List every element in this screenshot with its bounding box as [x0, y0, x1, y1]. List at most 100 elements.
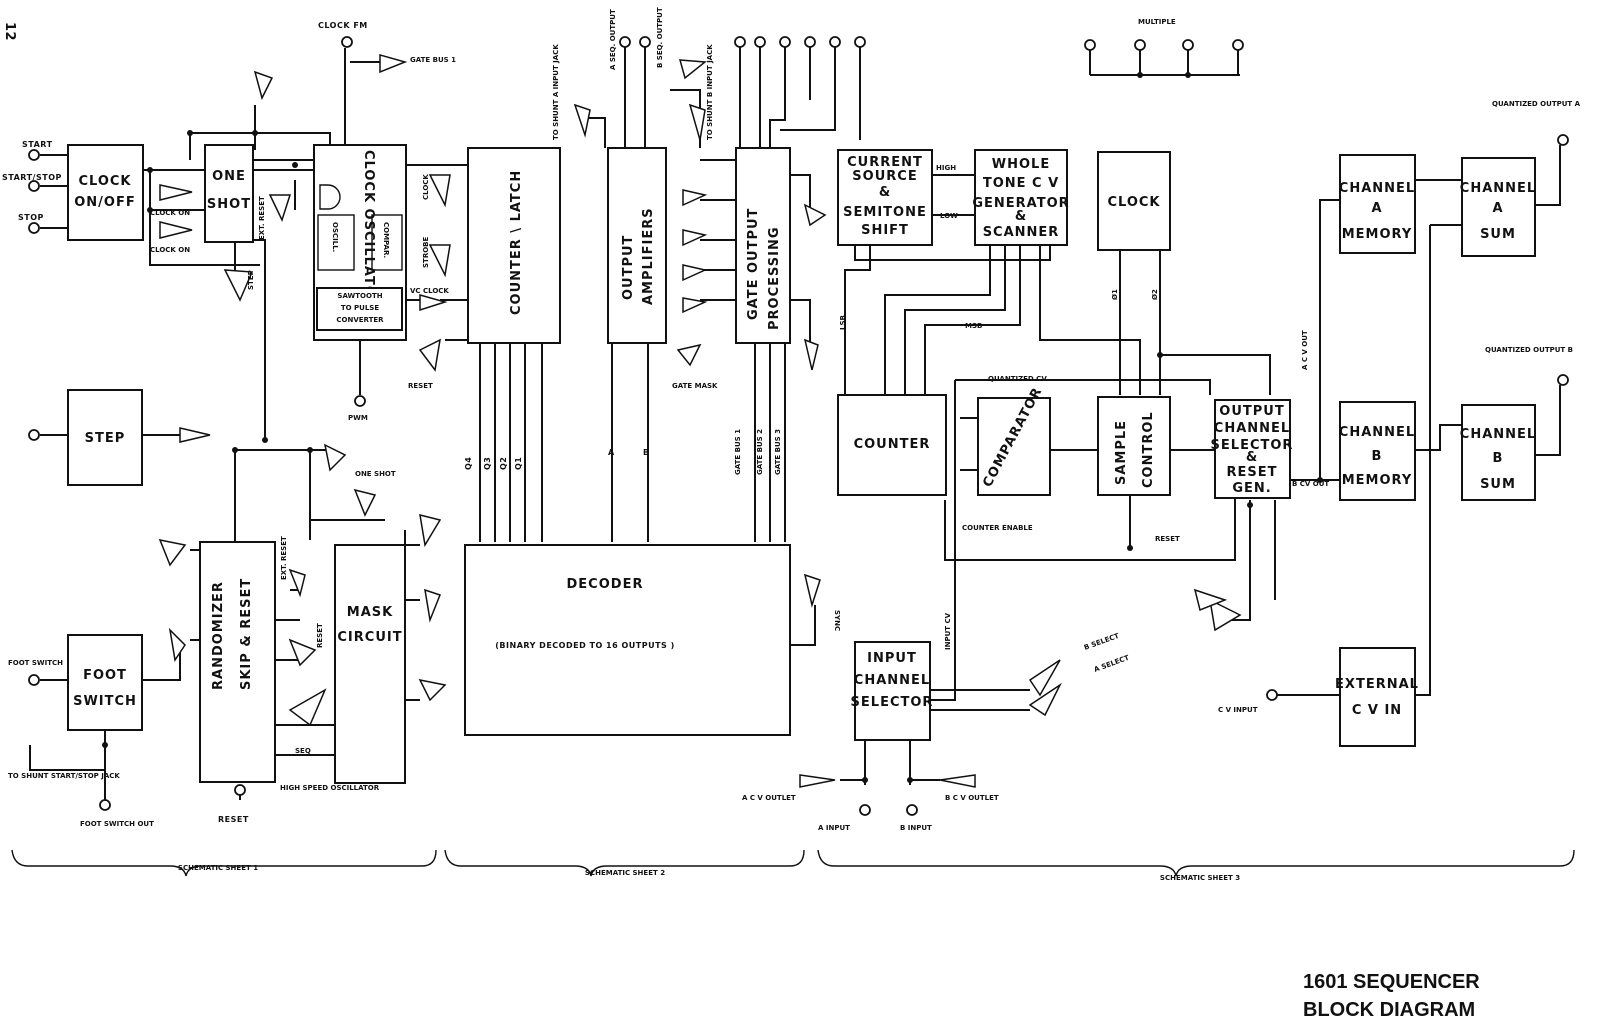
q1-label: Q1 — [514, 457, 523, 470]
step-block: STEP — [67, 389, 143, 486]
pwm-label: PWM — [348, 414, 368, 422]
gate-output-processing-block: GATE OUTPUT PROCESSING — [735, 147, 791, 344]
one-shot-line2: SHOT — [207, 197, 251, 212]
gate-bus-2-label: GATE BUS 2 — [756, 429, 764, 475]
b-cv-outlet-label: B C V OUTLET — [945, 794, 999, 802]
ocs-line4: & — [1246, 450, 1258, 465]
b-input-label: B INPUT — [900, 824, 932, 832]
channel-a-memory-block: CHANNEL A MEMORY — [1339, 154, 1416, 254]
high-label: HIGH — [936, 164, 956, 172]
channel-a-memory-line2: A — [1371, 201, 1382, 216]
output-channel-selector-block: OUTPUT CHANNEL SELECTOR & RESET GEN. — [1211, 399, 1294, 499]
q3-label: Q3 — [483, 457, 492, 470]
one-shot-line1: ONE — [212, 169, 246, 184]
clock-on-label-1: CLOCK ON — [150, 209, 190, 217]
compar-label: COMPAR. — [382, 222, 390, 258]
start-label: START — [22, 140, 53, 149]
channel-b-memory-line3: MEMORY — [1342, 473, 1413, 488]
a-line-label: A — [608, 448, 615, 457]
step-label: STEP — [85, 431, 126, 446]
q2-label: Q2 — [499, 457, 508, 470]
low-label: LOW — [940, 212, 958, 220]
decoder-subtitle: (BINARY DECODED TO 16 OUTPUTS ) — [495, 641, 674, 650]
clock-on-label-2: CLOCK ON — [150, 246, 190, 254]
high-speed-oscillator-label: HIGH SPEED OSCILLATOR — [280, 784, 380, 792]
mask-circuit-line1: MASK — [347, 605, 393, 620]
foot-switch-line2: SWITCH — [73, 694, 137, 709]
foot-switch-out-label: FOOT SWITCH OUT — [80, 820, 154, 828]
channel-b-memory-block: CHANNEL B MEMORY — [1339, 401, 1416, 501]
title-line1: 1601 SEQUENCER — [1303, 971, 1480, 993]
seq-label: SEQ — [295, 747, 311, 755]
foot-switch-line1: FOOT — [83, 668, 127, 683]
b-seq-output-label: B SEQ. OUTPUT — [656, 7, 664, 68]
ext-reset-label: EXT. RESET — [280, 536, 288, 580]
reset-label-1: RESET — [408, 382, 433, 390]
channel-a-memory-line1: CHANNEL — [1339, 181, 1415, 196]
phi2-label: Ø2 — [1151, 289, 1159, 300]
counter-latch-block: COUNTER \ LATCH — [467, 147, 561, 344]
counter-latch-label: COUNTER \ LATCH — [509, 170, 524, 315]
randomizer-line2: SKIP & RESET — [239, 578, 254, 690]
channel-a-sum-line2: A — [1492, 201, 1503, 216]
bus-connectors — [158, 54, 1242, 788]
clock-block-right: CLOCK — [1097, 151, 1171, 251]
schematic-braces: SCHEMATIC SHEET 1 SCHEMATIC SHEET 2 SCHE… — [11, 849, 1575, 882]
a-select-label: A SELECT — [1093, 654, 1131, 674]
gate-bus-1b-label: GATE BUS 1 — [734, 429, 742, 475]
external-cv-line1: EXTERNAL — [1335, 677, 1419, 692]
a-cv-outlet-label: A C V OUTLET — [742, 794, 796, 802]
title-line2: BLOCK DIAGRAM — [1303, 999, 1475, 1021]
multiple-label: MULTIPLE — [1138, 18, 1176, 26]
ics-line3: SELECTOR — [851, 695, 934, 710]
reset-label-2: RESET — [316, 623, 324, 648]
foot-switch-block: FOOT SWITCH — [67, 634, 143, 731]
whole-tone-line3: GENERATOR — [972, 196, 1069, 211]
clock-fm-label: CLOCK FM — [318, 21, 368, 30]
ext-reset-label-top: EXT. RESET — [258, 196, 266, 240]
sample-control-line1: SAMPLE — [1114, 420, 1129, 485]
step-in-label: STEP — [247, 270, 255, 290]
randomizer-line1: RANDOMIZER — [211, 581, 226, 690]
randomizer-block: RANDOMIZER SKIP & RESET — [199, 541, 276, 783]
current-source-line2: SOURCE — [852, 169, 917, 184]
current-source-line4: SEMITONE — [843, 205, 927, 220]
counter-block-right: COUNTER — [837, 394, 947, 496]
channel-b-memory-line1: CHANNEL — [1339, 425, 1415, 440]
quantized-output-a-label: QUANTIZED OUTPUT A — [1492, 100, 1581, 108]
strobe-label-top: STROBE — [422, 237, 430, 268]
clock-right-label: CLOCK — [1107, 195, 1160, 210]
sawtooth-line2: TO PULSE — [341, 304, 379, 312]
reset-label-4: RESET — [1155, 535, 1180, 543]
comparator-block: COMPARATOR — [977, 385, 1051, 496]
quantized-cv-label: QUANTIZED CV — [988, 375, 1047, 383]
to-shunt-start-stop-label: TO SHUNT START/STOP JACK — [8, 772, 120, 780]
channel-a-memory-line3: MEMORY — [1342, 227, 1413, 242]
mask-circuit-line2: CIRCUIT — [337, 630, 402, 645]
sample-control-line2: CONTROL — [1141, 411, 1156, 488]
a-seq-output-label: A SEQ. OUTPUT — [609, 9, 617, 70]
b-line-label: B — [643, 448, 650, 457]
whole-tone-line2: TONE C V — [983, 176, 1059, 191]
clock-oscillator-block: CLOCK OSCILLATOR OSCILL. COMPAR. SAWTOOT… — [313, 144, 407, 341]
sample-control-block: SAMPLE CONTROL — [1097, 396, 1171, 496]
channel-a-sum-block: CHANNEL A SUM — [1460, 157, 1536, 257]
ics-line1: INPUT — [867, 651, 917, 666]
whole-tone-generator-block: WHOLE TONE C V GENERATOR & SCANNER — [972, 149, 1069, 246]
external-cv-line2: C V IN — [1352, 703, 1402, 718]
stop-label: STOP — [18, 213, 44, 222]
ocs-line3: SELECTOR — [1211, 438, 1294, 453]
sawtooth-line1: SAWTOOTH — [337, 292, 382, 300]
to-shunt-a-label: TO SHUNT A INPUT JACK — [552, 44, 560, 140]
junction-dots — [102, 72, 1323, 783]
external-cv-in-block: EXTERNAL C V IN — [1335, 647, 1419, 747]
channel-b-memory-line2: B — [1372, 449, 1383, 464]
whole-tone-line5: SCANNER — [983, 225, 1060, 240]
phi1-label: Ø1 — [1111, 289, 1119, 300]
oscill-label: OSCILL. — [331, 222, 339, 252]
clock-on-off-block: CLOCK ON/OFF — [67, 144, 144, 241]
mask-circuit-block: MASK CIRCUIT — [334, 544, 406, 784]
clock-on-off-line2: ON/OFF — [74, 195, 136, 210]
gate-output-line1: GATE OUTPUT — [746, 208, 761, 320]
